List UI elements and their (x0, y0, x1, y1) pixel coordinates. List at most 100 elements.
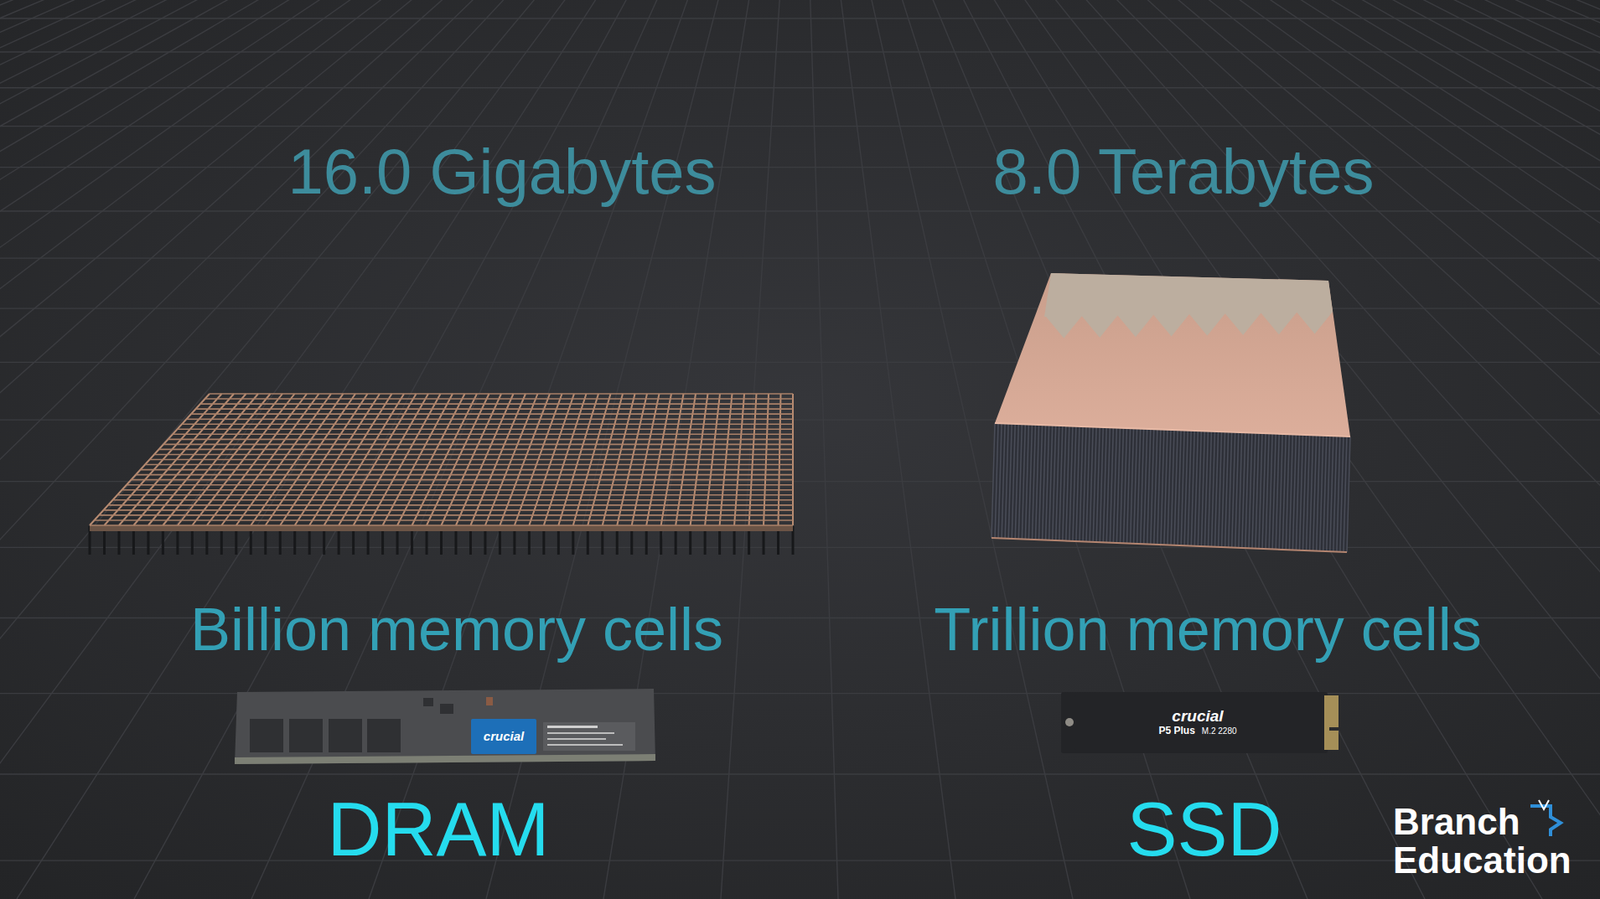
grid-line (0, 0, 801, 899)
cell-layer (1232, 432, 1236, 549)
cell-layer (1330, 435, 1334, 552)
memory-chip (328, 719, 363, 753)
cell-layer (1190, 430, 1195, 547)
grid-line (0, 0, 801, 899)
cell-layer (1289, 434, 1293, 550)
grid-line (800, 0, 1425, 899)
grid-line (0, 17, 1600, 19)
grid-line (0, 0, 801, 899)
word-line (135, 474, 793, 477)
word-line (163, 444, 793, 446)
component (486, 697, 493, 706)
word-line (154, 454, 793, 456)
cell-layer (1303, 434, 1307, 551)
cell-layer (1255, 433, 1259, 549)
word-line (140, 469, 794, 472)
cell-layer (1336, 436, 1341, 553)
cell-layer (1150, 429, 1155, 544)
cell-layer (1222, 431, 1226, 548)
word-line (117, 494, 793, 497)
cell-layer (1004, 424, 1009, 539)
cell-layer (1089, 426, 1093, 542)
stack-top (994, 273, 1351, 437)
module-markings (547, 725, 598, 729)
cell-layer (1323, 435, 1327, 552)
cell-layer (1039, 424, 1043, 540)
grid-line (0, 547, 1600, 549)
grid-line (800, 0, 1600, 899)
grid-line (0, 0, 801, 899)
cell-count: Trillion memory cells (933, 596, 1481, 663)
cell-layer (1028, 424, 1032, 540)
grid-line (800, 0, 1600, 899)
grid-line (800, 0, 1600, 899)
grid-line (0, 257, 1600, 259)
cell-layer (1113, 427, 1117, 543)
grid-line (800, 0, 1600, 899)
grid-line (800, 0, 1600, 899)
cell-layer (1025, 424, 1029, 540)
cell-layer (1127, 428, 1131, 544)
cell-layer (1056, 425, 1060, 541)
grid-line (800, 0, 956, 899)
staircase (1044, 273, 1333, 339)
grid-line (0, 0, 801, 899)
grid-line (134, 0, 801, 899)
brand-name: crucial (483, 730, 524, 745)
cell-layer (1310, 434, 1314, 551)
logo-bracket (1530, 806, 1561, 837)
cell-layer (1268, 433, 1273, 549)
stack-edge (991, 538, 1347, 553)
cell-layer (1157, 429, 1161, 544)
dram-cell-array (89, 393, 793, 555)
word-line (98, 514, 793, 517)
cell-layer (1116, 428, 1120, 544)
ssd-module (1061, 692, 1339, 754)
cell-layer (1313, 434, 1317, 551)
cell-layer (994, 423, 999, 539)
grid-line (0, 0, 801, 899)
cell-layer (1035, 424, 1039, 540)
grid-line (0, 210, 1600, 212)
grid-line (800, 0, 1600, 899)
cell-layer (1272, 434, 1276, 550)
cell-layer (1130, 428, 1134, 544)
cell-layer (1187, 430, 1191, 547)
grid-line (0, 0, 801, 899)
module-board (234, 688, 656, 765)
cell-layer (1225, 432, 1229, 549)
grid-line (0, 419, 1600, 420)
memory-chip (367, 719, 401, 753)
grid-line (800, 0, 1543, 899)
word-line (126, 484, 793, 487)
grid-line (0, 0, 801, 899)
cell-layer (1133, 428, 1138, 544)
device-name: SSD (1126, 788, 1282, 872)
cell-layer (1204, 431, 1208, 548)
cell-layer (1109, 427, 1114, 543)
grid-line (0, 0, 801, 899)
module-contacts (234, 754, 656, 765)
grid-line (800, 0, 1600, 899)
cell-layer (1042, 424, 1046, 540)
cell-layer (1320, 435, 1324, 552)
memory-chip (249, 719, 284, 753)
cell-layer (1242, 432, 1246, 549)
word-line (159, 449, 794, 451)
grid-line (800, 0, 1600, 899)
cell-layer (1099, 427, 1103, 543)
cell-count: Billion memory cells (190, 596, 724, 663)
grid-line (0, 0, 801, 899)
cell-layer (991, 423, 995, 539)
cell-layer (1194, 430, 1198, 547)
word-line (172, 434, 793, 436)
grid-line (0, 0, 801, 899)
grid-line (16, 0, 801, 899)
cell-layer (1160, 429, 1165, 545)
cell-layer (1069, 426, 1073, 542)
grid-line (800, 0, 1600, 899)
cell-layer (1265, 433, 1269, 549)
